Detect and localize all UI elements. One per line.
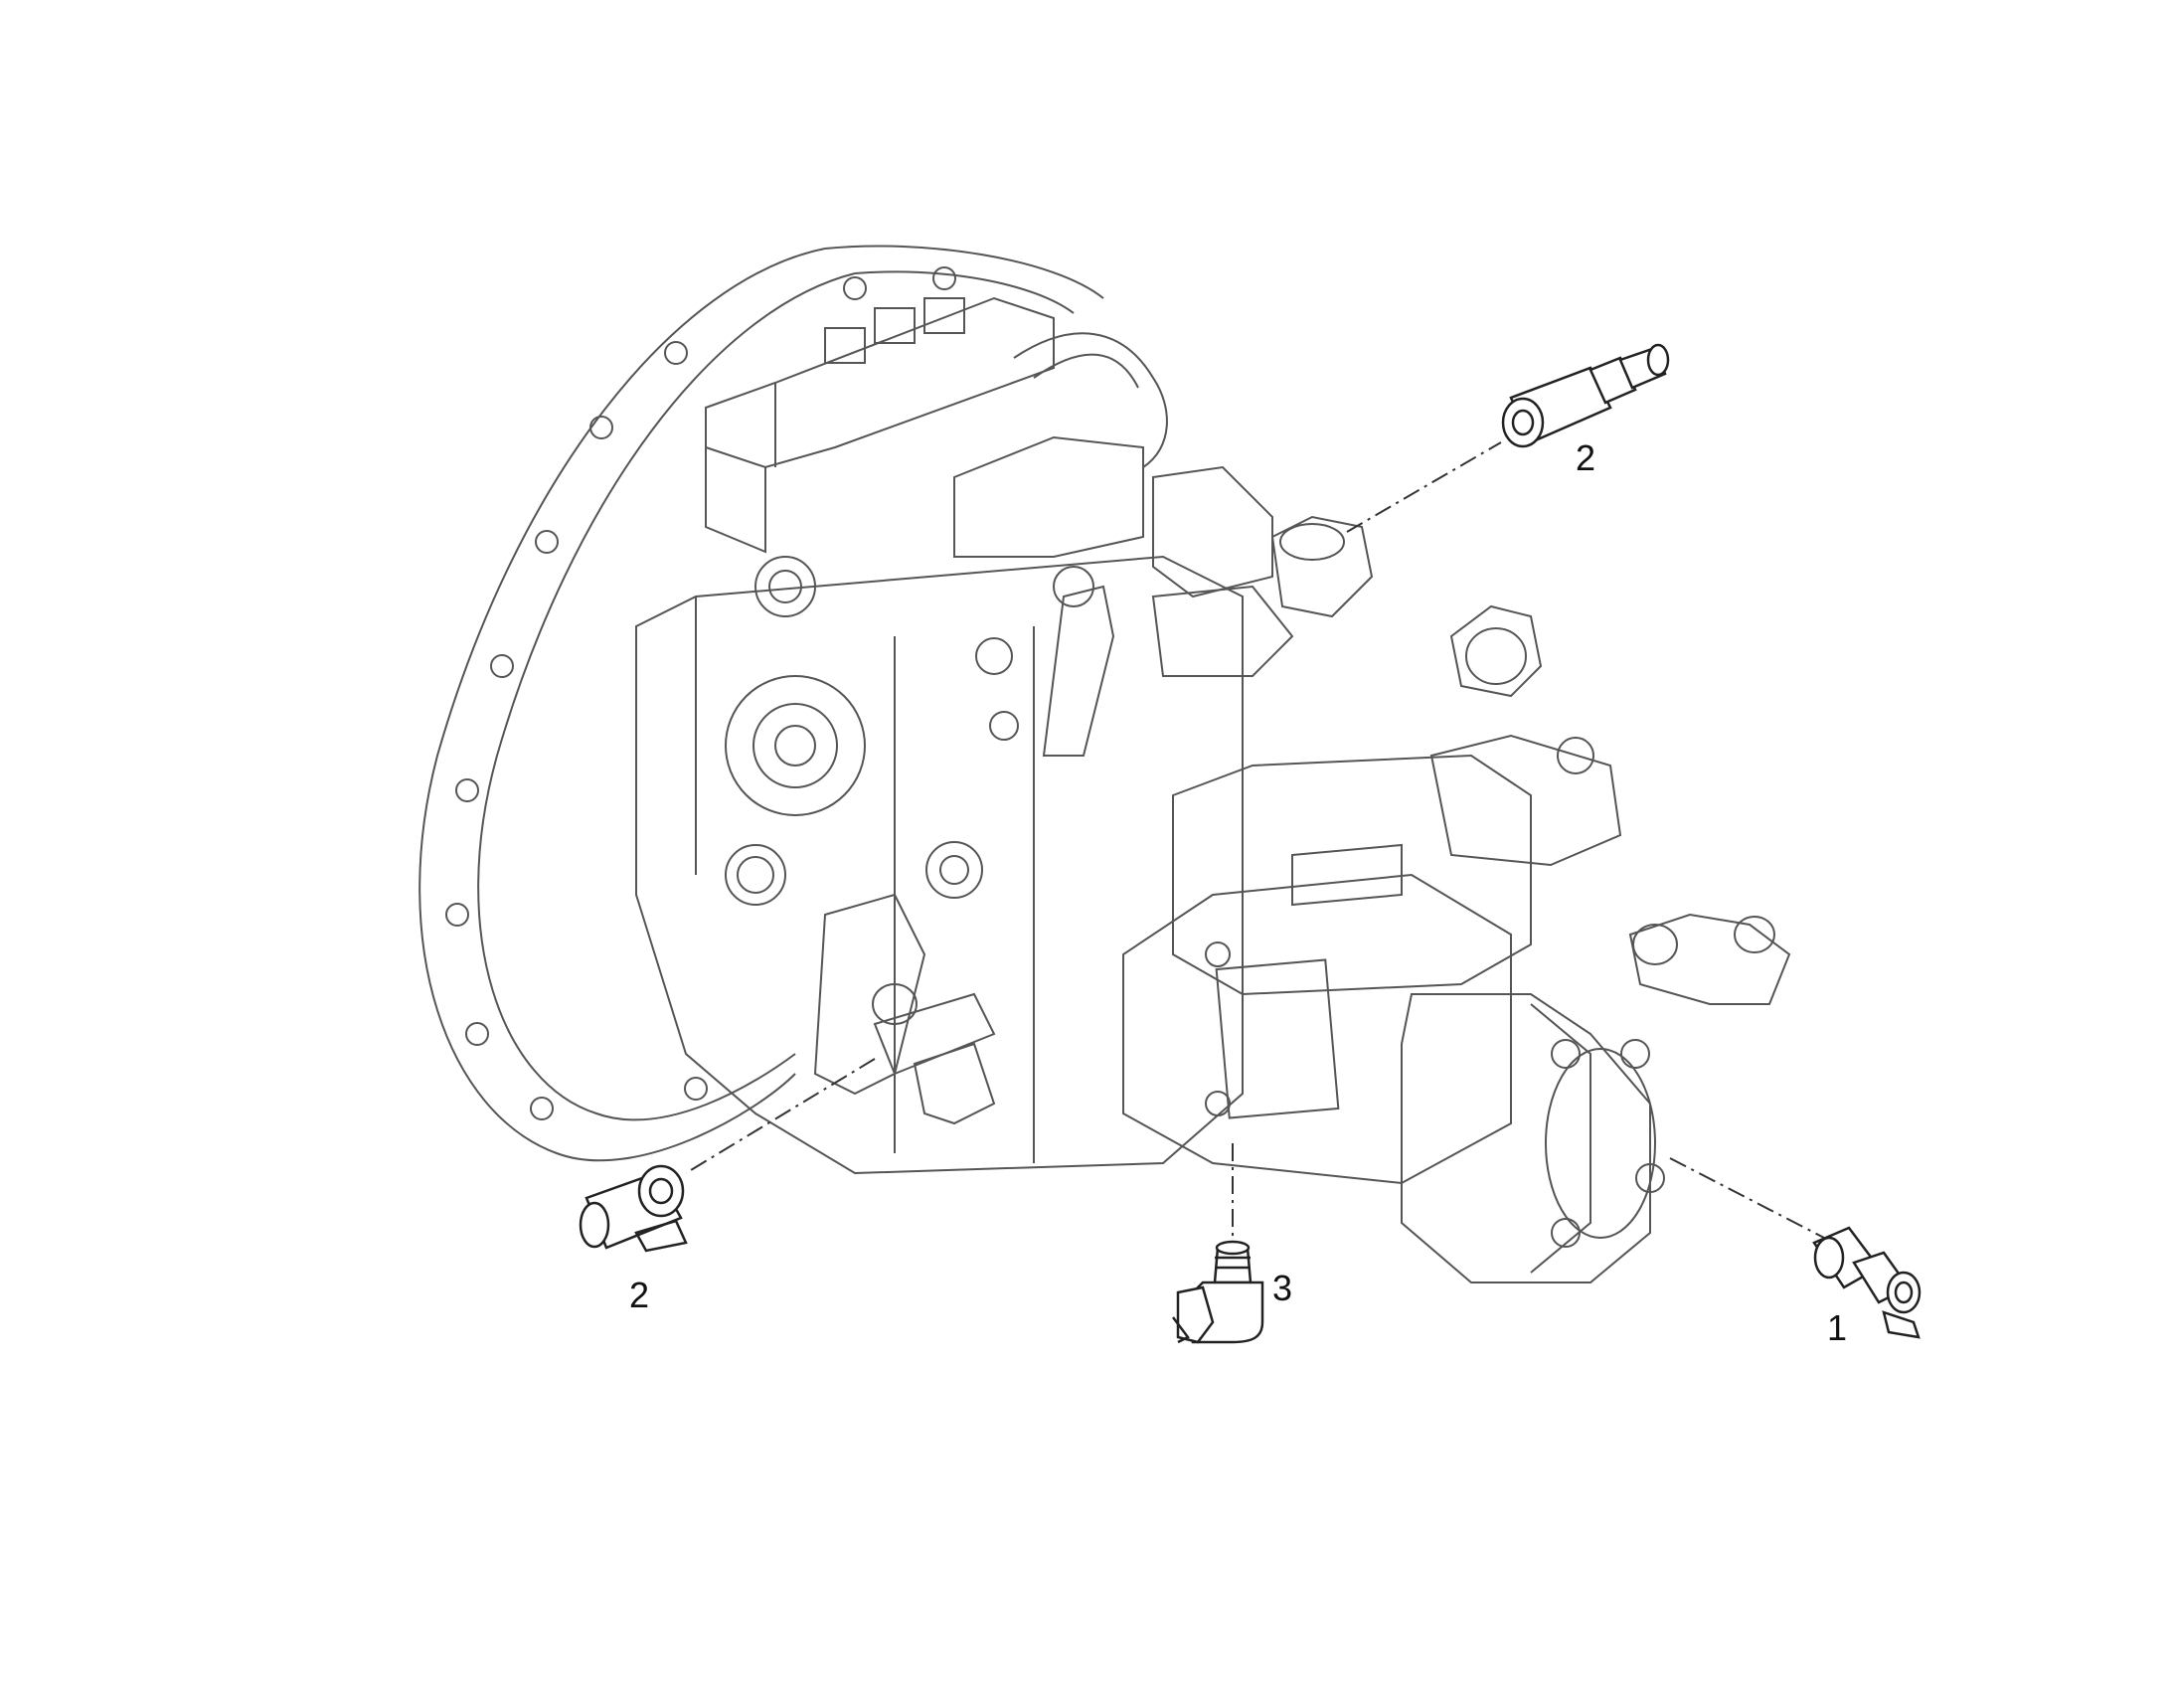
callout-label-2-top: 2 (1576, 437, 1596, 478)
part-2-top-fitting (1501, 343, 1670, 448)
mounting-flange (418, 245, 1104, 1162)
leader-lines (685, 441, 1825, 1253)
callout-label-2-left: 2 (629, 1275, 650, 1315)
left-lower-fittings (813, 841, 996, 1125)
control-modules (705, 296, 1273, 617)
pump-main-housing (635, 555, 1244, 1175)
callout-label-3: 3 (1272, 1268, 1293, 1308)
part-2-left-fitting (579, 1164, 688, 1253)
gear-pump (1122, 754, 1665, 1283)
center-fittings (975, 515, 1374, 757)
part-3-elbow-fitting (1172, 1240, 1264, 1344)
part-1-fitting (1812, 1226, 1922, 1339)
right-valve-block (1429, 604, 1791, 1005)
callout-label-1: 1 (1827, 1307, 1848, 1348)
